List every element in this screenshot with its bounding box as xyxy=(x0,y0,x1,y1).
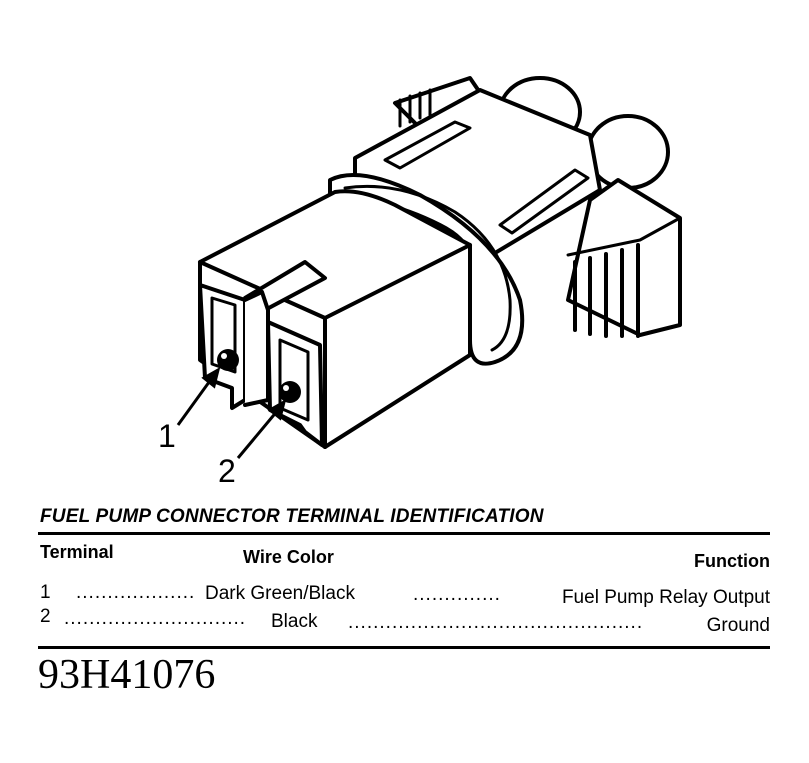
table-title: FUEL PUMP CONNECTOR TERMINAL IDENTIFICAT… xyxy=(40,506,544,527)
figure-code: 93H41076 xyxy=(38,652,216,698)
rear-bulb-right xyxy=(586,114,670,190)
row1-function: Fuel Pump Relay Output xyxy=(561,587,770,608)
terminal-pin-1 xyxy=(217,349,239,371)
table-bottom-rule xyxy=(38,646,770,649)
terminal-cavity-left xyxy=(198,283,247,410)
row1-leader-b: .............. xyxy=(413,584,501,605)
header-terminal: Terminal xyxy=(40,542,114,562)
row1-wire-color: Dark Green/Black xyxy=(205,583,355,604)
center-divider xyxy=(243,290,270,407)
terminal-pin-2 xyxy=(279,381,301,403)
row2-terminal: 2 xyxy=(40,606,51,627)
callout-label-1: 1 xyxy=(158,418,176,454)
row2-leader-b: ........................................… xyxy=(348,612,644,633)
row2-function: Ground xyxy=(706,615,770,636)
header-function: Function xyxy=(694,551,770,571)
table-top-rule xyxy=(38,532,770,535)
row1-terminal: 1 xyxy=(40,582,51,603)
header-wire-color: Wire Color xyxy=(243,547,334,567)
connector-illustration xyxy=(176,76,682,459)
row2-wire-color: Black xyxy=(271,611,318,632)
callout-arrow-2 xyxy=(236,409,280,459)
row2-leader-a: ............................. xyxy=(64,608,247,629)
row1-leader-a: ................... xyxy=(76,582,196,603)
callout-arrow-1 xyxy=(176,377,214,426)
callout-label-2: 2 xyxy=(218,453,236,489)
